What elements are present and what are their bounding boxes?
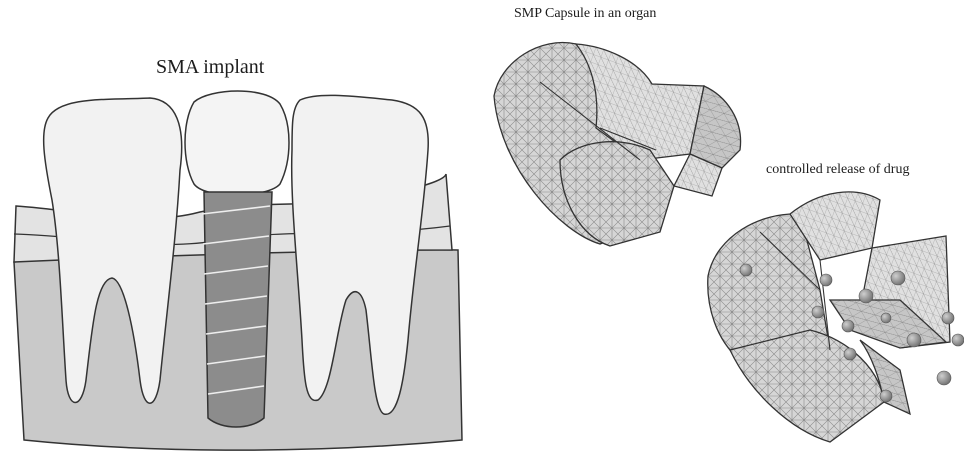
drug-particle (942, 312, 954, 324)
dental-illustration (14, 91, 462, 450)
drug-particle (842, 320, 854, 332)
drug-particle (812, 306, 824, 318)
drug-particle (820, 274, 832, 286)
controlled-release-label: controlled release of drug (766, 162, 909, 178)
drug-particle (880, 390, 892, 402)
drug-particle (844, 348, 856, 360)
sma-implant-post (204, 192, 272, 427)
open-capsule-lower-petal (730, 330, 884, 442)
drug-particle (907, 333, 921, 347)
drug-particle (952, 334, 964, 346)
sma-implant-label: SMA implant (156, 56, 264, 79)
drug-particle (859, 289, 873, 303)
implant-crown (185, 91, 289, 195)
drug-particle (740, 264, 752, 276)
drug-particle (937, 371, 951, 385)
drug-particle (881, 313, 891, 323)
smp-capsule-closed (494, 43, 741, 246)
drug-particle (891, 271, 905, 285)
smp-capsule-open (708, 192, 964, 442)
smp-capsule-label: SMP Capsule in an organ (514, 6, 656, 22)
